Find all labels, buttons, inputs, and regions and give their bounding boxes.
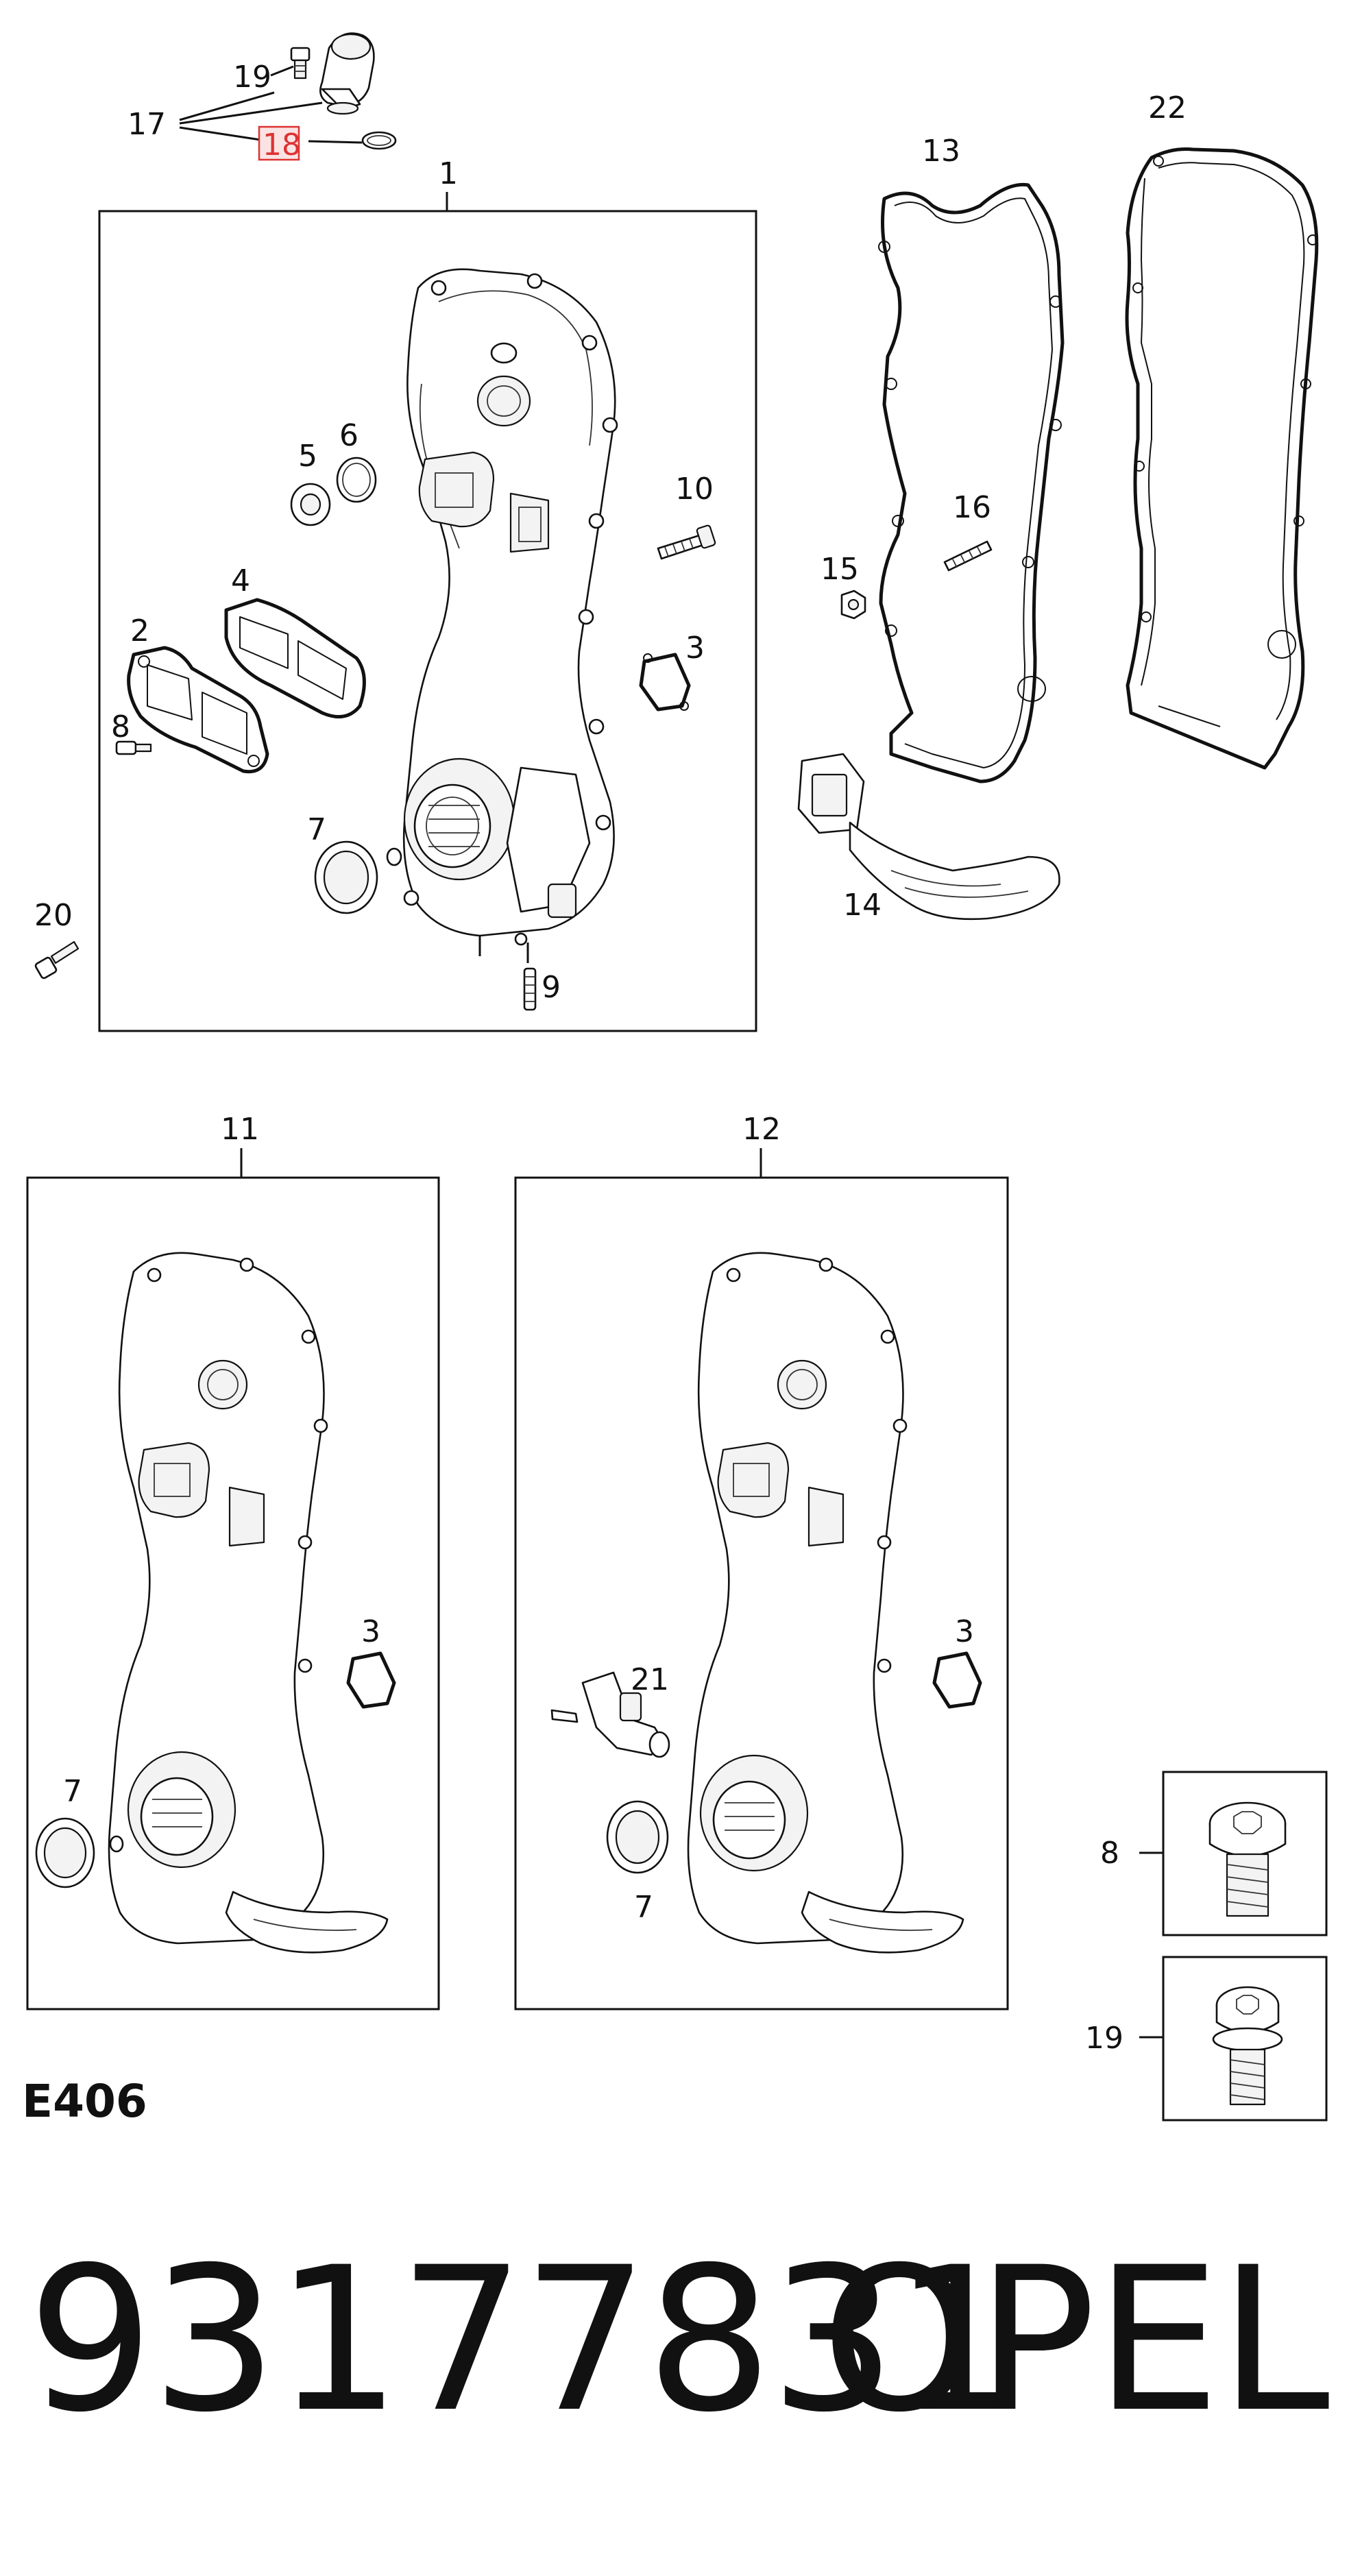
gasket-13[interactable] [878, 182, 1065, 783]
seal-7-box1[interactable] [314, 840, 402, 914]
callout-16: 16 [953, 490, 991, 525]
callout-7-box11: 7 [63, 1774, 82, 1809]
gasket-2[interactable] [127, 646, 269, 774]
assembly-box-12: 12 3 [514, 1112, 1009, 2010]
water-outlet-group: 19 17 18 [127, 32, 397, 162]
brand-name: OPEL [821, 2225, 1330, 2456]
timing-cover-11[interactable] [108, 1252, 328, 1945]
callout-19: 19 [233, 60, 271, 95]
oil-pickup-box11[interactable] [225, 1891, 389, 1954]
callout-10: 10 [675, 472, 714, 507]
o-ring-18[interactable] [361, 131, 397, 150]
oil-pickup-14[interactable] [797, 753, 1060, 921]
oil-pickup-box12[interactable] [801, 1891, 964, 1954]
callout-8-detail: 8 [1100, 1836, 1119, 1871]
callout-8: 8 [111, 709, 130, 744]
plug-5[interactable] [290, 483, 331, 526]
callout-3: 3 [685, 631, 705, 666]
callout-18-highlight [258, 125, 300, 161]
callout-3-box11: 3 [361, 1614, 380, 1649]
callout-18[interactable]: 18 [263, 127, 301, 162]
gasket-3-box12[interactable] [932, 1651, 982, 1709]
timing-cover-1[interactable] [402, 268, 618, 963]
torx-bolt-8-detail[interactable] [1208, 1801, 1287, 1917]
stud-9[interactable] [523, 967, 537, 1011]
callout-12: 12 [742, 1112, 781, 1147]
callout-3-box12: 3 [955, 1614, 974, 1649]
gasket-22[interactable] [1125, 147, 1319, 770]
seal-7-box12[interactable] [606, 1800, 669, 1874]
valve-21[interactable] [550, 1671, 670, 1758]
stud-10[interactable] [657, 524, 716, 560]
diagram-code-label: E406 [22, 2075, 147, 2128]
gasket-4[interactable] [224, 598, 366, 719]
callout-13: 13 [922, 134, 960, 169]
gasket-3-box11[interactable] [346, 1651, 396, 1709]
seal-7-box11[interactable] [35, 1817, 124, 1888]
callout-21: 21 [631, 1662, 669, 1697]
water-outlet-housing[interactable] [319, 32, 375, 115]
o-ring-6[interactable] [336, 457, 377, 503]
assembly-box-1: 1 [98, 156, 757, 1032]
callout-17: 17 [127, 107, 166, 142]
callout-15: 15 [821, 552, 859, 587]
bolt-19-top[interactable] [290, 47, 311, 80]
callout-5: 5 [298, 439, 317, 474]
callout-11: 11 [221, 1112, 259, 1147]
detail-box-8: 8 [1100, 1771, 1328, 1936]
bolt-20[interactable] [34, 940, 80, 980]
callout-20: 20 [34, 898, 73, 933]
gasket-3-box1[interactable] [639, 653, 691, 712]
callout-22: 22 [1148, 90, 1187, 125]
part-number: 93177831 [27, 2225, 1020, 2456]
callout-2: 2 [130, 613, 149, 648]
callout-19-detail: 19 [1085, 2021, 1123, 2056]
callout-7: 7 [307, 812, 326, 847]
detail-box-19: 19 [1085, 1956, 1328, 2122]
assembly-box-11: 11 3 [26, 1112, 440, 2010]
callout-6: 6 [339, 418, 358, 453]
callout-4: 4 [231, 563, 250, 598]
callout-9: 9 [542, 970, 561, 1005]
callout-14: 14 [843, 888, 882, 923]
torx-bolt-19-detail[interactable] [1212, 1986, 1283, 2106]
callout-1: 1 [439, 156, 458, 191]
timing-cover-12[interactable] [687, 1252, 908, 1945]
nut-15[interactable] [840, 590, 866, 620]
stud-16[interactable] [943, 540, 993, 572]
bolt-8[interactable] [115, 740, 152, 755]
callout-7-box12: 7 [634, 1890, 653, 1925]
